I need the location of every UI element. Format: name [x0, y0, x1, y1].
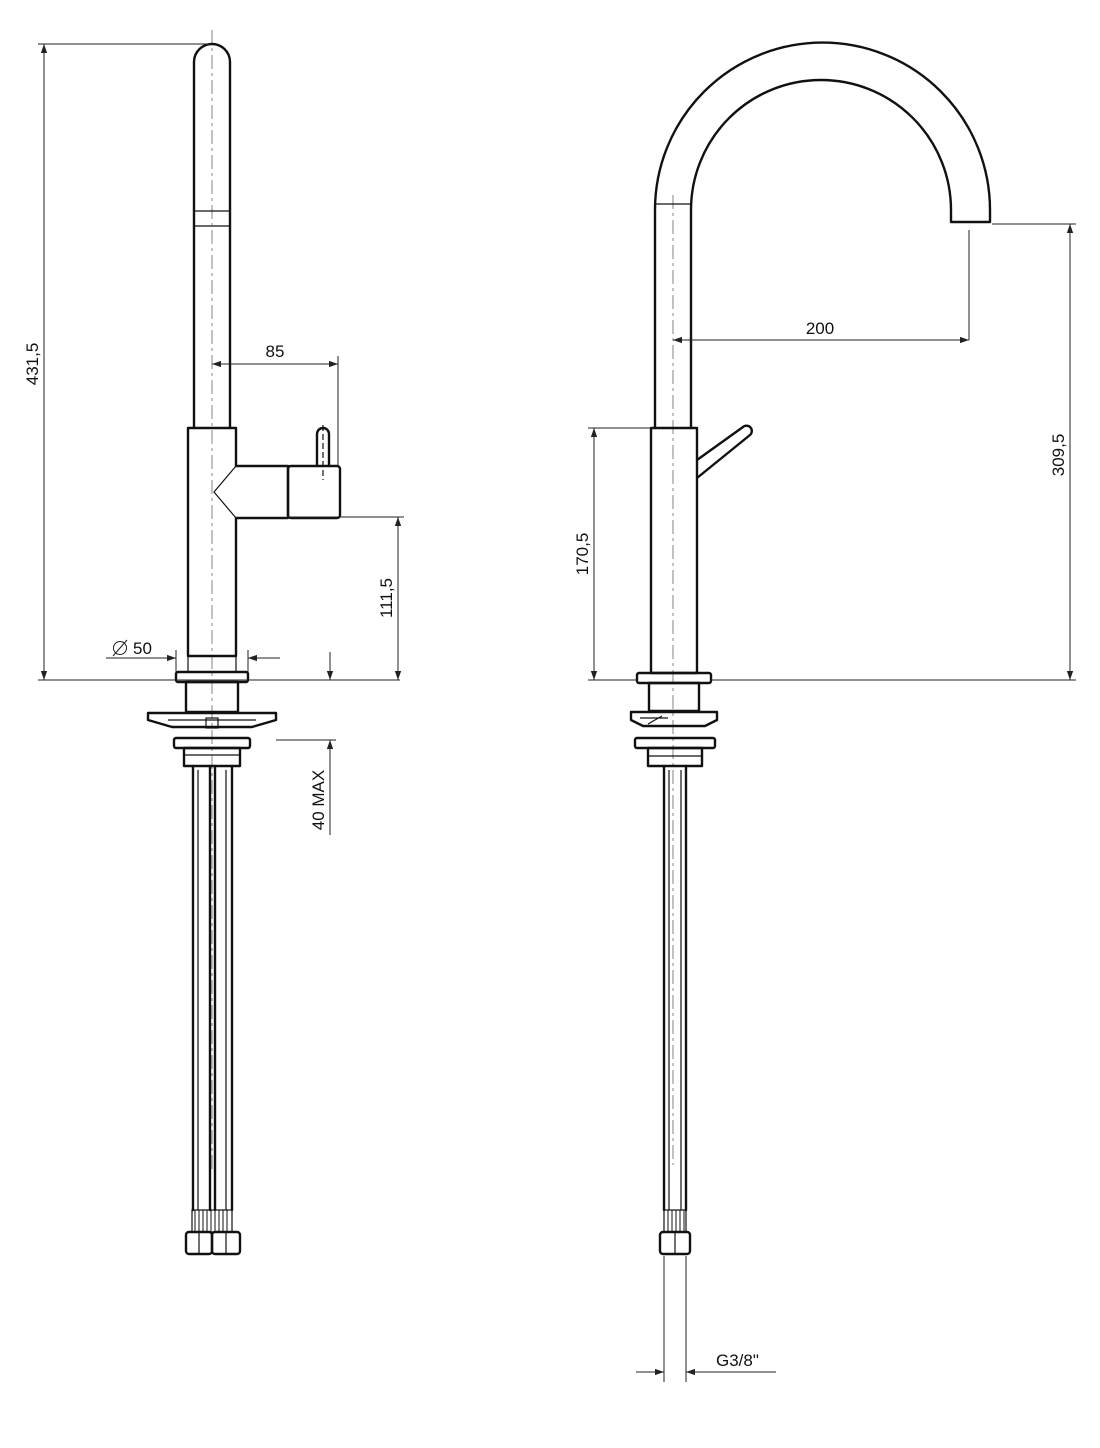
- side-cartridge-chevron: [213, 465, 237, 519]
- dim-outlet-height-label: 111,5: [377, 578, 396, 618]
- dim-diameter-label: 50: [133, 639, 152, 658]
- dim-lever-offset-label: 85: [266, 342, 285, 361]
- side-hose-fittings: [184, 1209, 242, 1256]
- dim-reach-label: 200: [806, 319, 834, 338]
- side-deck-plate: [146, 711, 278, 729]
- front-shank: [647, 681, 701, 713]
- front-lever: [695, 424, 753, 480]
- front-hose-fitting: [658, 1209, 692, 1256]
- front-gooseneck-outer: [653, 41, 992, 430]
- dim-spout-height-label: 309,5: [1049, 434, 1068, 477]
- side-nut-lower: [182, 746, 242, 768]
- diameter-icon: [112, 639, 128, 657]
- front-deck-screw: [640, 715, 668, 725]
- front-view: 200 309,5 170,5 G3/8": [573, 41, 1076, 1382]
- front-body: [649, 426, 699, 675]
- front-base-ring: [635, 671, 713, 685]
- side-body: [186, 426, 290, 658]
- side-view: 431,5 85 111,5 50 40 MAX: [23, 30, 404, 1256]
- dim-total-height-label: 431,5: [23, 343, 42, 386]
- dim-body-height-label: 170,5: [573, 533, 592, 576]
- side-lever-housing: [286, 464, 342, 520]
- front-nut: [633, 736, 717, 750]
- dim-deck-thickness-label: 40 MAX: [309, 770, 328, 830]
- side-hoses: [191, 764, 234, 1212]
- side-deck-screw: [205, 717, 219, 729]
- front-hose: [662, 764, 688, 1212]
- dim-thread-label: G3/8": [716, 1351, 759, 1370]
- side-base-collar: [187, 655, 237, 673]
- front-deck-plate: [629, 710, 719, 728]
- front-nut-lower: [646, 746, 704, 768]
